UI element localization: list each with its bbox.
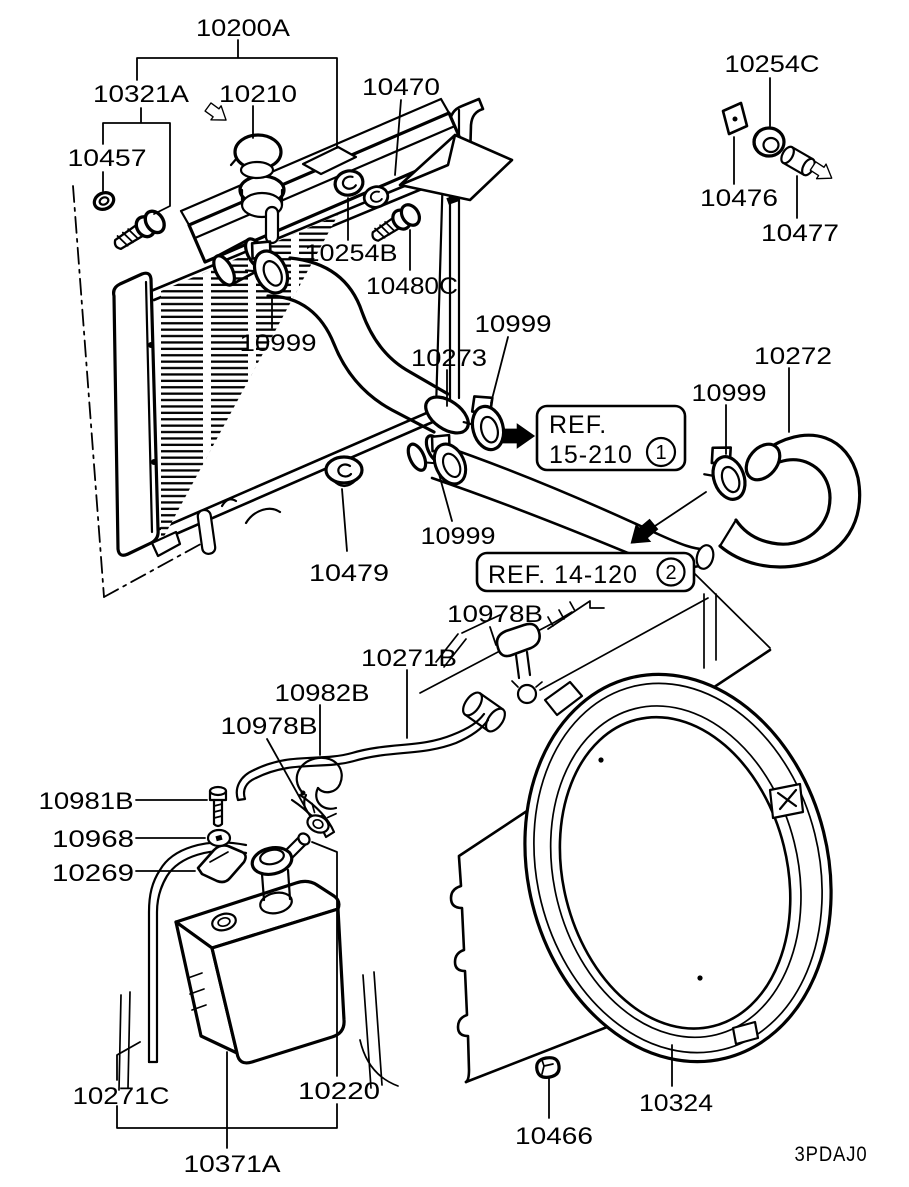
label-10981B: 10981B: [39, 788, 134, 815]
spacer-10477: [780, 145, 816, 177]
o-ring: [92, 191, 116, 211]
ref1-badge: 1: [655, 442, 666, 464]
label-10999-3: 10999: [692, 380, 767, 407]
plate-10476: [721, 101, 749, 136]
label-10200A: 10200A: [196, 15, 290, 42]
centerline: [72, 185, 209, 598]
label-10978B-2: 10978B: [221, 713, 318, 740]
ref1-line2: 15-210: [549, 441, 633, 469]
label-10480C: 10480C: [366, 273, 458, 300]
label-10324: 10324: [639, 1090, 713, 1117]
label-10470: 10470: [362, 74, 440, 101]
label-10272: 10272: [754, 343, 832, 370]
label-10254C: 10254C: [725, 51, 820, 78]
label-10210: 10210: [219, 81, 297, 108]
label-10982B: 10982B: [275, 680, 370, 707]
nut: [535, 1056, 561, 1079]
overflow-fitting: [495, 622, 543, 705]
label-10271C: 10271C: [73, 1083, 170, 1110]
lower-hose: [718, 433, 862, 569]
washer: [206, 828, 232, 848]
arrow-to-ref1-icon: [502, 423, 536, 449]
cushion-grommet: [324, 455, 364, 488]
label-10479: 10479: [309, 560, 389, 587]
ref-note-1: REF. 15-210 1: [535, 404, 687, 472]
shroud-clip: [768, 782, 805, 820]
body-sketch-lines: [419, 572, 771, 694]
hose-clamp-2: [456, 389, 510, 457]
screw-drain: [108, 205, 170, 259]
label-10968: 10968: [52, 826, 134, 853]
label-10220: 10220: [298, 1078, 380, 1105]
bolt: [208, 785, 228, 828]
fan-shroud: [523, 672, 833, 1064]
filler-neck: [238, 174, 286, 245]
ref2-text: REF. 14-120: [488, 561, 638, 589]
radiator-cap: [229, 133, 283, 180]
label-10321A: 10321A: [93, 81, 189, 108]
ref1-line1: REF.: [549, 411, 607, 439]
pointer-lines: [102, 39, 798, 1149]
label-10466: 10466: [515, 1123, 593, 1150]
grommet-10254C: [752, 126, 786, 158]
label-10978B-1: 10978B: [447, 601, 543, 628]
label-10271B: 10271B: [361, 645, 457, 672]
ref2-badge: 2: [665, 562, 676, 584]
tank-cap: [250, 832, 311, 915]
shroud-tab: [543, 680, 584, 717]
hose-clamp-3: [695, 439, 753, 508]
mounting-plate: [398, 133, 514, 202]
bracket-clip: [196, 844, 247, 884]
label-10457: 10457: [68, 145, 147, 172]
radiator: [92, 97, 514, 558]
label-10999-2: 10999: [475, 311, 552, 338]
label-10999-1: 10999: [240, 330, 317, 357]
upper-hose: [266, 256, 470, 435]
label-10269: 10269: [52, 860, 134, 887]
pipe-cylinder: [462, 691, 506, 733]
part-labels: 10200A 10321A 10210 10470 10457 10254C 1…: [39, 15, 868, 1178]
label-10476: 10476: [700, 185, 778, 212]
label-10477: 10477: [761, 220, 839, 247]
label-10273: 10273: [411, 345, 487, 372]
label-10371A: 10371A: [184, 1151, 281, 1178]
label-10999-4: 10999: [421, 523, 496, 550]
label-10254B: 10254B: [305, 240, 398, 267]
ref-note-2: REF. 14-120 2: [475, 551, 696, 593]
diagram-code: 3PDAJ0: [795, 1143, 868, 1166]
radiator-lower-pin: [196, 508, 217, 555]
small-clamp: [306, 802, 337, 834]
reserve-tank: [118, 832, 399, 1091]
